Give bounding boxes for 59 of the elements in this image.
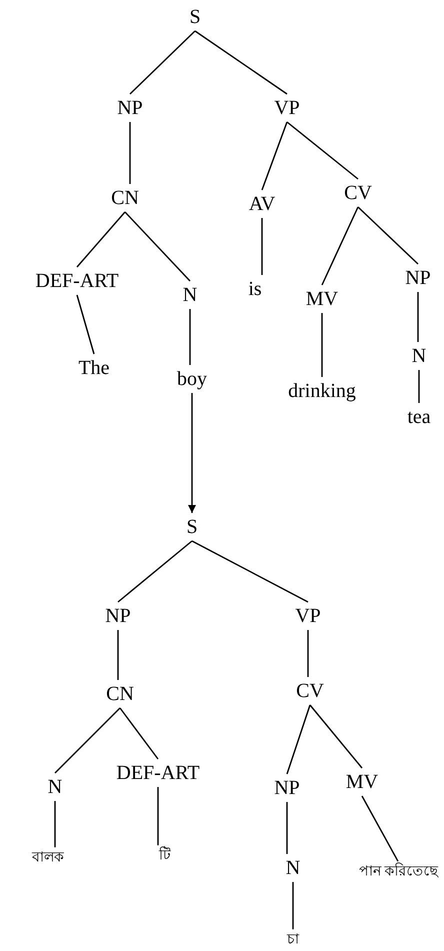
tree-branch bbox=[286, 704, 311, 774]
tree-label: is bbox=[246, 275, 264, 303]
tree-label: tea bbox=[405, 403, 433, 431]
tree-branch bbox=[130, 30, 196, 94]
tree-branch bbox=[361, 796, 399, 862]
tree-branch bbox=[119, 708, 159, 760]
tree-branch bbox=[286, 802, 288, 854]
tree-branch bbox=[261, 122, 288, 190]
tree-label: S bbox=[187, 3, 203, 31]
tree-branch bbox=[358, 206, 418, 264]
tree-label: drinking bbox=[286, 377, 358, 405]
tree-branch bbox=[129, 122, 131, 184]
tree-label: DEF-ART bbox=[114, 759, 202, 787]
tree-label: চা bbox=[285, 929, 301, 951]
tree-branch bbox=[292, 882, 294, 930]
tree-branch bbox=[189, 309, 191, 365]
tree-branch bbox=[54, 708, 120, 774]
tree-branch bbox=[417, 292, 419, 342]
tree-label: NP bbox=[115, 94, 145, 122]
tree-label: NP bbox=[103, 602, 133, 630]
tree-label: N bbox=[180, 281, 200, 309]
tree-label: CN bbox=[109, 184, 141, 212]
tree-branch bbox=[157, 787, 159, 846]
tree-label: MV bbox=[304, 285, 340, 313]
tree-label: N bbox=[410, 342, 428, 370]
tree-label: N bbox=[46, 773, 64, 801]
tree-branch bbox=[261, 218, 263, 275]
tree-label: DEF-ART bbox=[33, 267, 121, 295]
tree-label: S bbox=[184, 513, 200, 541]
tree-branch bbox=[118, 540, 192, 603]
tree-branch bbox=[307, 630, 309, 677]
tree-branch bbox=[418, 370, 420, 403]
tree-label: টি bbox=[157, 845, 173, 867]
tree-label: N bbox=[284, 854, 302, 882]
tree-label: পান করিতেছে bbox=[356, 861, 440, 883]
tree-label: NP bbox=[272, 774, 302, 802]
arrow bbox=[188, 393, 196, 513]
tree-label: MV bbox=[344, 768, 380, 796]
tree-label: The bbox=[76, 354, 112, 382]
tree-branch bbox=[321, 206, 359, 286]
tree-label: বালক bbox=[30, 847, 66, 869]
tree-branch bbox=[117, 630, 119, 680]
tree-label: VP bbox=[293, 602, 323, 630]
tree-branch bbox=[54, 801, 56, 848]
tree-branch bbox=[321, 313, 323, 377]
tree-label: NP bbox=[403, 264, 433, 292]
tree-branch bbox=[309, 704, 363, 768]
tree-label: CV bbox=[342, 179, 374, 207]
tree-branch bbox=[194, 30, 288, 95]
tree-branch bbox=[76, 212, 126, 268]
tree-label: VP bbox=[272, 94, 302, 122]
tree-label: CV bbox=[294, 677, 326, 705]
tree-branch bbox=[192, 540, 308, 603]
tree-branch bbox=[286, 121, 358, 180]
tree-label: CN bbox=[104, 680, 136, 708]
tree-label: AV bbox=[246, 190, 278, 218]
tree-branch bbox=[124, 212, 191, 282]
tree-branch bbox=[76, 294, 95, 354]
tree-label: boy bbox=[175, 365, 209, 393]
